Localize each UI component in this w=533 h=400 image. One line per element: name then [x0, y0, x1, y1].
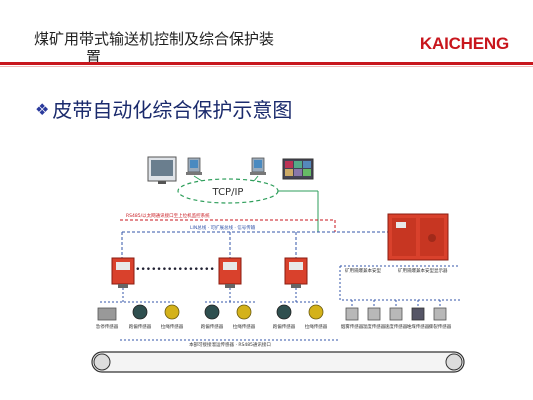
pull-cord-sensor-icon — [308, 304, 324, 320]
local-controller-2 — [218, 257, 242, 288]
main-control-cabinet — [387, 213, 449, 261]
video-wall-icon — [282, 158, 314, 180]
local-controller-3 — [284, 257, 308, 288]
tear-sensor-icon — [433, 307, 447, 321]
pull-cord-sensor-icon — [164, 304, 180, 320]
sensor-label: 跑偏传感器 — [201, 323, 224, 330]
slide-title: 煤矿用带式输送机控制及综合保护装 置 — [34, 30, 334, 66]
bottom-note: 本部可接接溜运传感器 · RS485通讯接口 — [189, 341, 271, 348]
section-heading-text: 皮带自动化综合保护示意图 — [52, 98, 293, 122]
deviation-sensor-icon — [276, 304, 292, 320]
workstation-computer-icon — [186, 157, 202, 175]
sensor-label: 堆煤传感器 — [407, 323, 430, 330]
sensor-label: 拉绳传感器 — [233, 323, 256, 330]
emergency-stop-sensor-icon — [97, 307, 117, 321]
bus-note: LIN总线 · 可扩展总线 · 信号传输 — [190, 224, 256, 231]
sensor-label: 跑偏传感器 — [273, 323, 296, 330]
brand-logo: KAICHENG — [419, 34, 509, 53]
deviation-sensor-icon — [132, 304, 148, 320]
monitoring-screen-icon — [147, 156, 177, 184]
sensor-label: 拉绳传感器 — [305, 323, 328, 330]
sensor-label: 急停传感器 — [96, 323, 119, 330]
smoke-sensor-icon — [345, 307, 359, 321]
header-divider — [0, 62, 533, 65]
controller-ellipsis: ••••••••••••••• — [135, 265, 215, 275]
diamond-bullet-icon: ❖ — [35, 100, 50, 119]
right-note-1: 矿用隔爆兼本安型 — [345, 267, 381, 274]
local-controller-1 — [111, 257, 135, 288]
sensor-label: 速度传感器 — [385, 323, 408, 330]
sensor-label: 拉绳传感器 — [161, 323, 184, 330]
coal-pileup-sensor-icon — [411, 307, 425, 321]
top-note: RS485/以太网通讯接口至上位机监控系统 — [126, 212, 210, 219]
sensor-label: 撕裂传感器 — [429, 323, 452, 330]
title-line-2: 置 — [86, 48, 102, 66]
network-label: TCP/IP — [212, 187, 244, 198]
speed-sensor-icon — [389, 307, 403, 321]
sensor-label: 温度传感器 — [363, 323, 386, 330]
title-line-1: 煤矿用带式输送机控制及综合保护装 — [34, 30, 275, 48]
temperature-sensor-icon — [367, 307, 381, 321]
header-divider-shadow — [0, 66, 533, 67]
sensor-label: 烟雾传感器 — [341, 323, 364, 330]
deviation-sensor-icon — [204, 304, 220, 320]
section-heading: ❖皮带自动化综合保护示意图 — [35, 94, 292, 123]
server-computer-icon — [250, 157, 266, 175]
pull-cord-sensor-icon — [236, 304, 252, 320]
right-note-2: 矿用隔爆兼本安型显示器 — [398, 267, 448, 274]
sensor-label: 跑偏传感器 — [129, 323, 152, 330]
conveyor-belt — [91, 351, 465, 373]
